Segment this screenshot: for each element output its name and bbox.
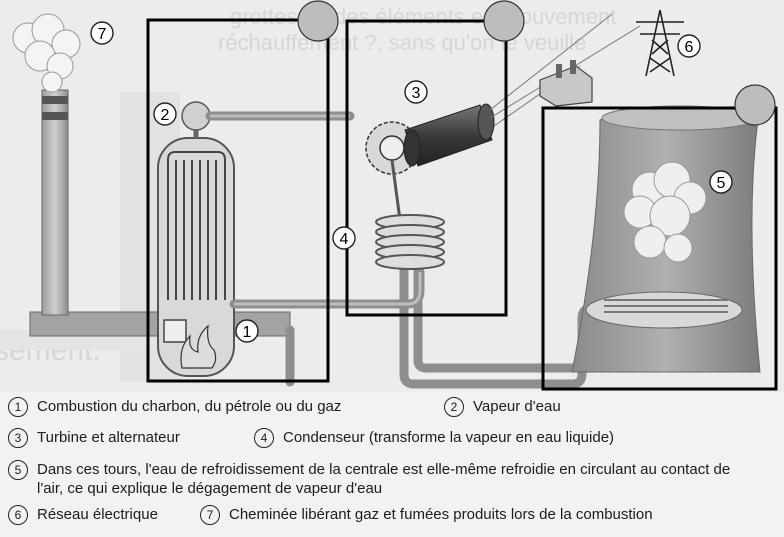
- svg-text:4: 4: [340, 231, 349, 248]
- legend-text: Combustion du charbon, du pétrole ou du …: [37, 398, 342, 415]
- marker-1: 1: [235, 319, 259, 343]
- legend-text: Condenseur (transforme la vapeur en eau …: [283, 429, 615, 446]
- smoke-cloud: [12, 13, 81, 93]
- frame-handles[interactable]: [297, 0, 776, 126]
- background-text-line: réchauffement ?, sans qu'on le veuille: [218, 30, 587, 55]
- boiler: [157, 128, 235, 377]
- frame-turbine: [345, 19, 508, 317]
- legend-number: 5: [8, 460, 28, 480]
- legend-number: 7: [200, 505, 220, 525]
- legend-number: 2: [444, 397, 464, 417]
- frame-handle: [734, 84, 776, 126]
- markers: 7 2 3 6 5 4 1: [90, 21, 733, 343]
- legend-text: Réseau électrique: [37, 506, 158, 523]
- legend-text: Vapeur d'eau: [473, 398, 561, 415]
- frame-boiler: [146, 18, 330, 383]
- marker-6: 6: [677, 34, 701, 58]
- marker-4: 4: [332, 226, 356, 250]
- marker-2: 2: [153, 102, 177, 126]
- background-text-line: grottes ou des éléments en mouvement: [230, 4, 617, 29]
- legend-item-1: 1 Combustion du charbon, du pétrole ou d…: [8, 397, 341, 417]
- marker-3: 3: [404, 80, 428, 104]
- marker-5: 5: [709, 170, 733, 194]
- turbine: [365, 121, 419, 221]
- svg-text:2: 2: [161, 107, 170, 124]
- highlight-frames: [146, 18, 778, 391]
- legend-text: Turbine et alternateur: [37, 429, 180, 446]
- svg-text:7: 7: [98, 26, 107, 43]
- legend-item-7: 7 Cheminée libérant gaz et fumées produi…: [200, 505, 653, 525]
- condenser: [375, 214, 445, 270]
- legend-number: 3: [8, 428, 28, 448]
- legend-item-2: 2 Vapeur d'eau: [444, 397, 561, 417]
- pylon-icon: [636, 9, 684, 77]
- frame-handle: [483, 0, 525, 42]
- transformer: [539, 60, 593, 107]
- alternator: [403, 103, 495, 167]
- marker-7: 7: [90, 21, 114, 45]
- frame-handle: [297, 0, 339, 42]
- svg-text:1: 1: [243, 324, 252, 341]
- legend-number: 6: [8, 505, 28, 525]
- svg-text:3: 3: [412, 85, 421, 102]
- svg-text:5: 5: [717, 175, 726, 192]
- legend-item-5: 5 Dans ces tours, l'eau de refroidisseme…: [8, 460, 737, 498]
- legend-item-4: 4 Condenseur (transforme la vapeur en ea…: [254, 428, 614, 448]
- legend-number: 4: [254, 428, 274, 448]
- svg-text:6: 6: [685, 39, 694, 56]
- legend-number: 1: [8, 397, 28, 417]
- legend-item-6: 6 Réseau électrique: [8, 505, 158, 525]
- steam-cloud: [623, 161, 707, 263]
- cooling-tower: [571, 105, 761, 373]
- legend-text: Dans ces tours, l'eau de refroidissement…: [37, 461, 731, 497]
- frame-cooling-tower: [541, 106, 778, 391]
- legend-item-3: 3 Turbine et alternateur: [8, 428, 180, 448]
- fire-icon: [180, 324, 217, 369]
- legend-text: Cheminée libérant gaz et fumées produits…: [229, 506, 653, 523]
- legend: 1 Combustion du charbon, du pétrole ou d…: [0, 392, 784, 537]
